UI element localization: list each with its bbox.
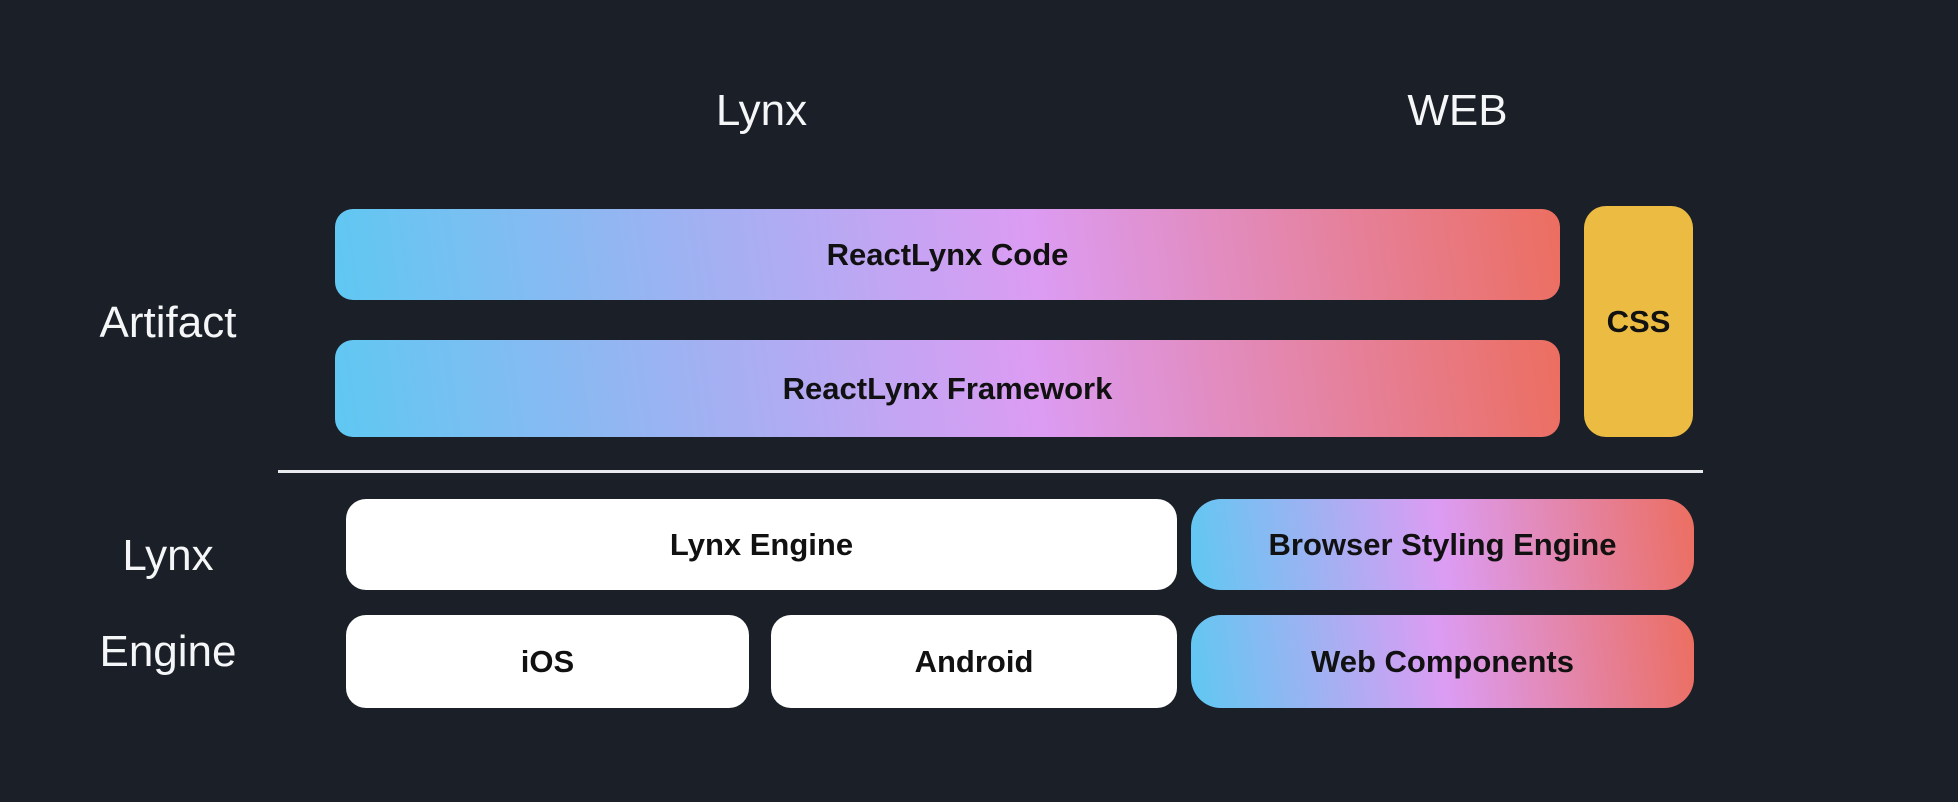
android-label: Android [914,643,1034,679]
web-components-label: Web Components [1311,643,1574,679]
reactlynx-framework-bar: ReactLynx Framework [335,340,1560,437]
column-title-lynx: Lynx [715,86,808,135]
web-components-box: Web Components [1191,615,1694,708]
artifact-row-label: Artifact [0,209,336,437]
reactlynx-code-bar: ReactLynx Code [335,209,1560,300]
lynx-engine-label: Lynx Engine [669,526,854,562]
browser-styling-engine-label: Browser Styling Engine [1268,526,1617,562]
ios-label: iOS [520,643,575,679]
reactlynx-framework-label: ReactLynx Framework [782,370,1113,406]
css-box-label: CSS [1606,303,1671,339]
artifact-row-label-text: Artifact [99,298,237,347]
reactlynx-code-label: ReactLynx Code [826,236,1069,272]
lynx-engine-box: Lynx Engine [346,499,1177,590]
column-title-web: WEB [1407,86,1508,135]
ios-box: iOS [346,615,749,708]
engine-row-label: Lynx Engine [0,499,336,708]
section-divider [278,470,1703,473]
android-box: Android [771,615,1177,708]
engine-row-label-line2: Engine [99,626,237,676]
engine-row-label-line1: Lynx [122,530,214,580]
browser-styling-engine-box: Browser Styling Engine [1191,499,1694,590]
css-box: CSS [1584,206,1693,437]
